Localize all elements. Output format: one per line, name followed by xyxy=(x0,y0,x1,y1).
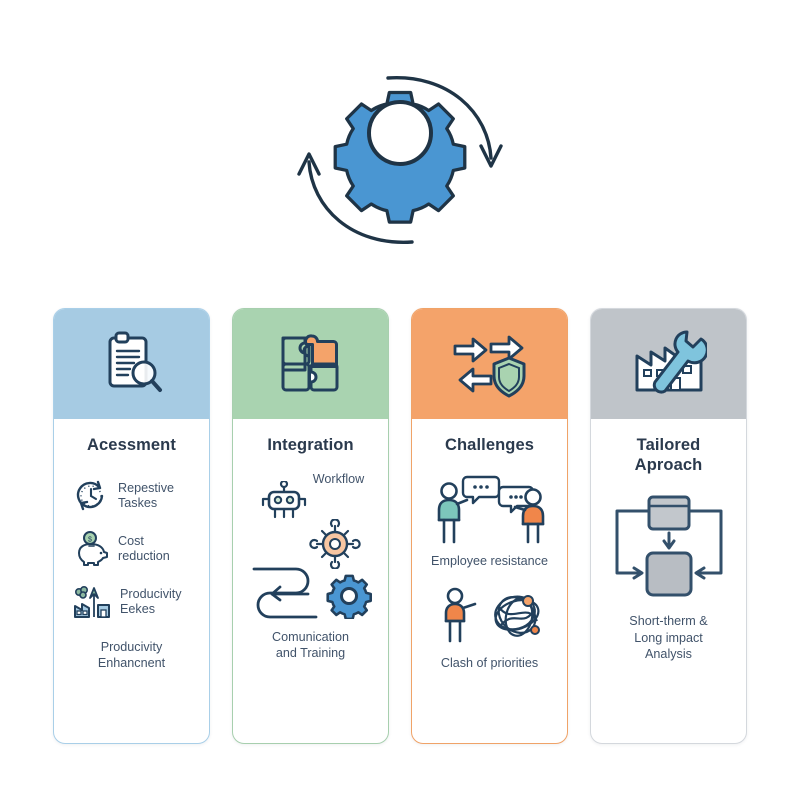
feature-cost-reduction[interactable]: $ Cost reduction xyxy=(62,530,201,568)
arrows-shield-icon xyxy=(453,335,525,398)
card-band-acessment xyxy=(54,309,209,419)
feature-label: Cost reduction xyxy=(118,533,170,564)
card-challenges[interactable]: Challenges xyxy=(411,308,568,744)
robot-icon xyxy=(261,481,306,519)
winding-arrow-icon xyxy=(252,567,317,619)
card-body-integration: Integration Workflow xyxy=(233,419,388,743)
feature-list-acessment: Repestive Taskes $ Cost r xyxy=(62,477,201,621)
challenge-label-employee-resistance: Employee resistance xyxy=(431,554,548,569)
card-body-tailored-aproach: Tailored Aproach xyxy=(591,419,746,743)
person-tangle-icon xyxy=(444,588,540,643)
gear-icon xyxy=(325,574,372,620)
hero-graphic xyxy=(0,40,800,280)
card-tailored-aproach[interactable]: Tailored Aproach xyxy=(590,308,747,744)
card-caption-tailored-aproach: Short-therm & Long impact Analysis xyxy=(629,614,708,661)
factory-growth-icon xyxy=(72,583,112,621)
feedback-loop-diagram xyxy=(607,493,731,599)
challenge-label-clash-of-priorities: Clash of priorities xyxy=(440,656,539,671)
card-body-acessment: Acessment xyxy=(54,419,209,743)
card-title-integration: Integration xyxy=(267,436,354,454)
card-title-challenges: Challenges xyxy=(444,436,535,454)
feature-producivity-eekes[interactable]: Producivity Eekes xyxy=(62,583,201,621)
card-band-tailored-aproach xyxy=(591,309,746,419)
two-people-talking-icon xyxy=(437,475,544,544)
card-band-challenges xyxy=(412,309,567,419)
piggy-bank-icon: $ xyxy=(72,530,110,568)
card-caption-integration: Comunication and Training xyxy=(271,630,349,661)
card-body-challenges: Challenges xyxy=(412,419,567,743)
integration-top-label: Workflow xyxy=(312,472,365,487)
card-band-integration xyxy=(233,309,388,419)
card-acessment[interactable]: Acessment xyxy=(53,308,210,744)
puzzle-piece-icon xyxy=(281,334,338,392)
svg-text:$: $ xyxy=(88,537,92,544)
card-integration[interactable]: Integration Workflow xyxy=(232,308,389,744)
card-title-acessment: Acessment xyxy=(87,436,176,454)
card-title-tailored-aproach: Tailored Aproach xyxy=(634,436,703,475)
network-node-icon xyxy=(308,519,361,570)
factory-wrench-icon xyxy=(635,330,707,394)
feature-label: Repestive Taskes xyxy=(118,480,175,511)
feature-label: Producivity Eekes xyxy=(120,586,182,617)
card-caption-acessment: Producivity Enhancnent xyxy=(97,640,166,671)
card-row: Acessment xyxy=(0,308,800,744)
feature-repestive-taskes[interactable]: Repestive Taskes xyxy=(62,477,201,515)
gear-cycle-icon xyxy=(297,76,503,244)
clipboard-magnifier-icon xyxy=(108,331,162,392)
clock-cycle-icon xyxy=(72,477,110,515)
